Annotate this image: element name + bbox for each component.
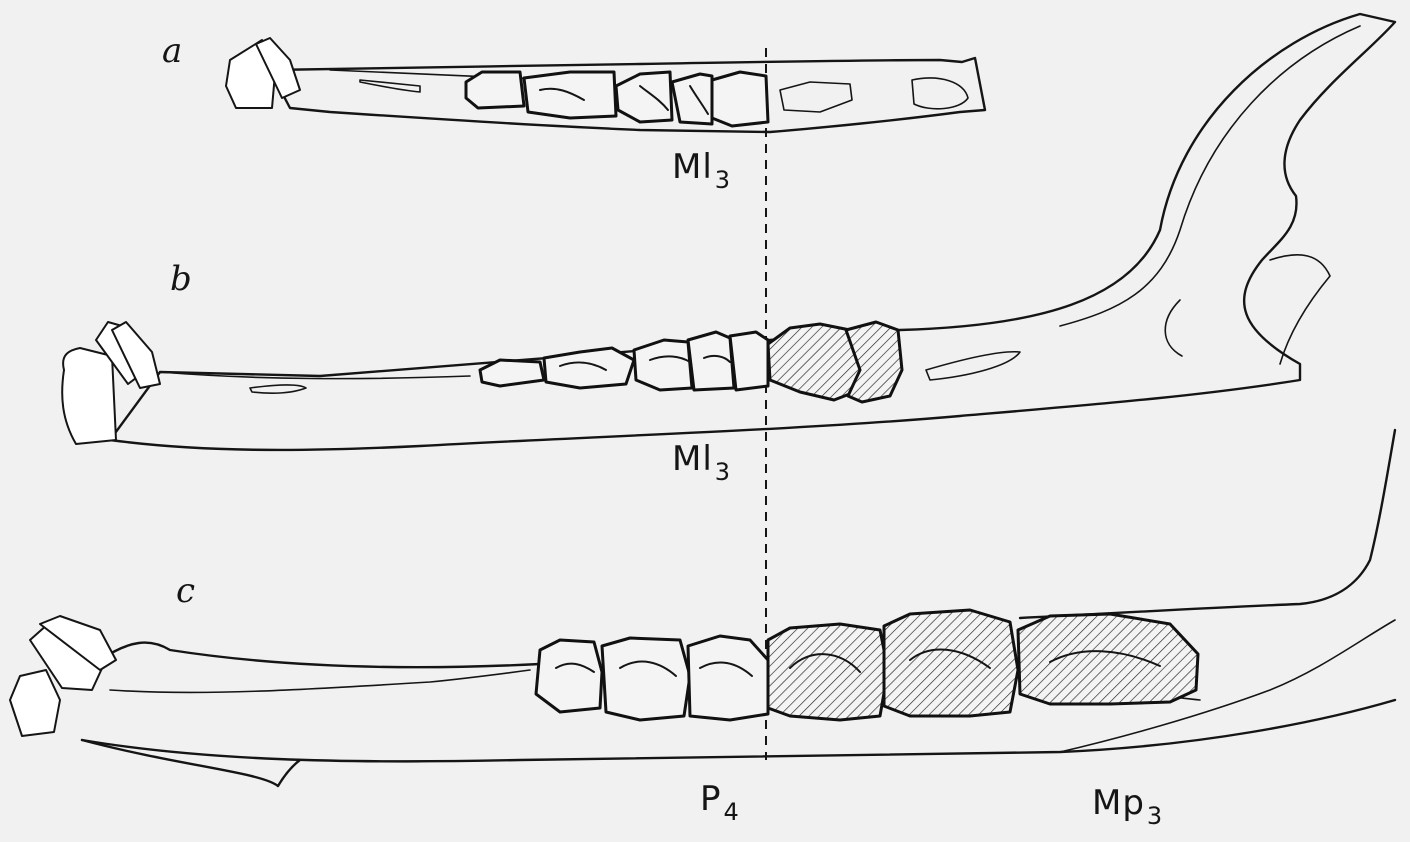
jaw-b-masseteric-mark [1165,300,1182,356]
jaw-c-tooth-2 [602,638,690,720]
tooth-label-c-p4: P4 [700,782,740,816]
tooth-label-b: Ml3 [672,442,731,476]
jaw-a-tooth-3 [616,72,672,122]
tooth-label-a: Ml3 [672,150,731,184]
jaw-a-tooth-2 [524,72,616,118]
jaw-c-ramus-anterior [1020,430,1395,618]
jaw-a-tooth-5 [712,72,768,126]
jaw-b-tooth-1 [480,360,544,386]
jaw-c-symphysis-line [110,670,530,692]
tooth-label-c-p4-main: P [700,779,722,819]
tooth-label-c-mp3: Mp3 [1092,786,1163,820]
jaw-b-condyle-notch [1270,255,1330,364]
panel-label-b: b [170,262,192,296]
jaw-a-tooth-4 [672,74,712,124]
jaw-c [10,430,1395,786]
jaw-b-tooth-2 [544,348,634,388]
jaw-c-tooth-3-p4 [688,636,768,720]
jaw-b-tooth-4 [688,332,734,390]
tooth-label-c-mp3-sub: 3 [1147,802,1163,830]
tooth-label-c-mp3-main: Mp [1092,783,1145,823]
tooth-label-b-main: Ml [672,439,713,479]
jaw-a-foramen [360,80,420,92]
jaw-b-mental-foramen [250,385,306,393]
tooth-label-a-sub: 3 [715,166,731,194]
jaw-c-molar-1 [768,624,888,720]
jaw-c-chin-process [82,740,300,786]
jaw-b-incisor [62,348,116,444]
jaw-a [226,38,985,132]
jaw-b-coronoid-inner [1060,26,1360,326]
tooth-label-a-main: Ml [672,147,713,187]
jaw-b-tooth-5 [730,332,768,390]
jaw-c-molar-3 [1018,614,1198,704]
panel-label-a: a [162,34,182,68]
jaw-a-condyle [912,78,968,109]
jaw-a-tooth-1 [466,72,524,108]
jaw-a-alveolus [780,82,852,112]
tooth-label-b-sub: 3 [715,458,731,486]
jaw-c-alveolar-front [100,643,540,668]
panel-label-c: c [176,574,195,608]
jaw-b-foramen [926,352,1020,380]
jaw-c-molar-2 [884,610,1018,716]
jaw-b-tooth-3 [634,340,692,390]
jaw-c-incisor [10,670,60,736]
jaw-c-tooth-1 [536,640,602,712]
tooth-label-c-p4-sub: 4 [724,798,740,826]
